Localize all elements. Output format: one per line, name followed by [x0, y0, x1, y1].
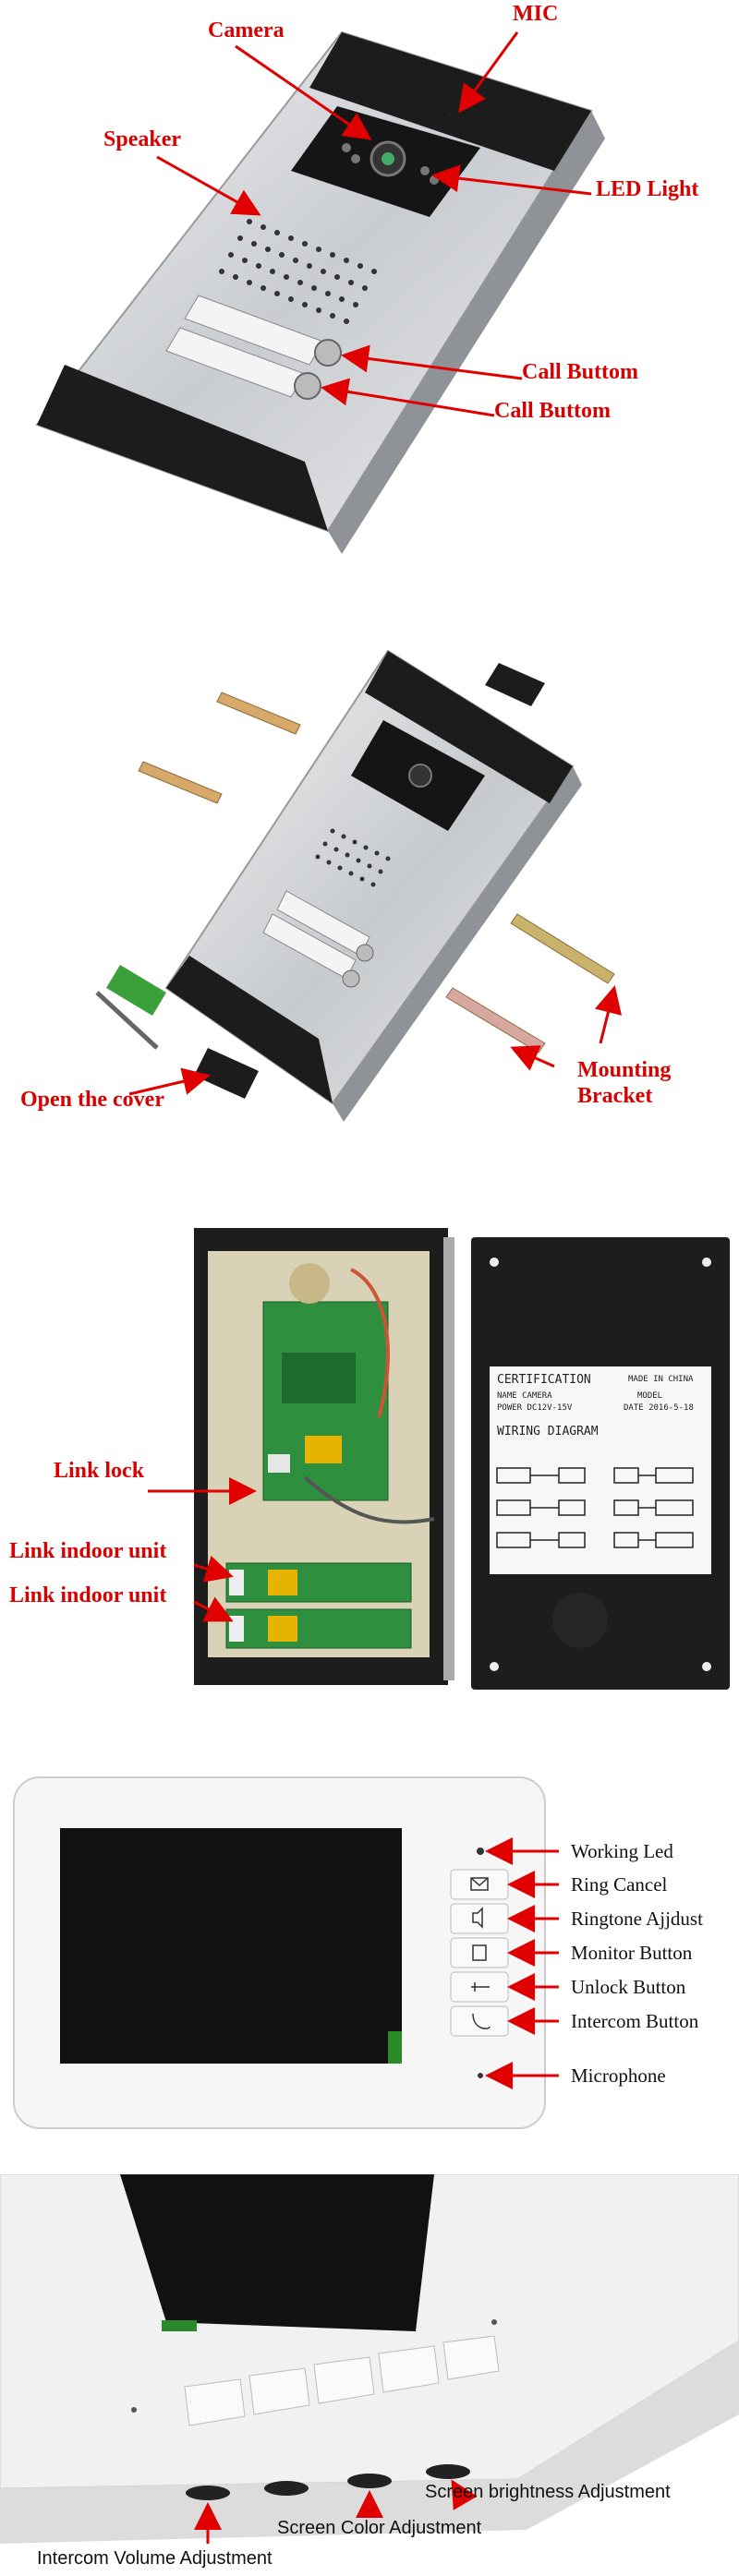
cert-power: POWER DC12V-15V [497, 1403, 573, 1413]
color-knob [347, 2474, 392, 2488]
monitor-screen-angled [120, 2174, 434, 2331]
call-button-2-icon [294, 372, 321, 400]
cert-title: CERTIFICATION [497, 1373, 591, 1387]
mounting-bracket-label: Mounting Bracket [577, 1058, 672, 1108]
ringtone-button-bottom [378, 2345, 440, 2393]
microphone-hole-icon [478, 2073, 483, 2078]
call-button-1-icon [314, 339, 342, 367]
ring-cancel-button-bottom [442, 2335, 500, 2380]
outdoor-unit-front-illustration [35, 30, 605, 554]
certification-label [490, 1366, 711, 1574]
ring-cancel-label: Ring Cancel [571, 1873, 668, 1896]
cert-name: NAME CAMERA [497, 1391, 552, 1401]
indoor-board-2 [225, 1608, 412, 1649]
outdoor-unit-front-section: Camera MIC Speaker LED Light Call Buttom… [0, 0, 739, 554]
bracket-1 [216, 692, 301, 735]
volume-label: Intercom Volume Adjustment [37, 2548, 273, 2569]
indoor-monitor-bottom-section: Screen brightness Adjustment Screen Colo… [0, 2174, 739, 2576]
indoor-monitor-bottom-illustration [0, 2174, 739, 2544]
bracket-3 [510, 913, 615, 984]
unlock-button-bottom [248, 2367, 310, 2415]
internal-wiring-illustration [148, 1228, 730, 1690]
camera-label: Camera [208, 18, 285, 42]
bracket-4 [445, 987, 546, 1053]
microphone-label: Microphone [571, 2064, 666, 2087]
bracket-2 [138, 761, 223, 804]
link-indoor-unit-2-label: Link indoor unit [9, 1583, 167, 1607]
call-button-1-label: Call Buttom [522, 360, 638, 384]
cert-wiring: WIRING DIAGRAM [497, 1425, 599, 1438]
monitor-button-label: Monitor Button [571, 1942, 693, 1964]
indoor-monitor-front-illustration [13, 1776, 559, 2129]
color-label: Screen Color Adjustment [277, 2518, 482, 2538]
led-light-label: LED Light [596, 177, 699, 201]
screw-icon [95, 991, 159, 1050]
intercom-button-icon [450, 2005, 509, 2037]
monitor-button-bottom [313, 2356, 375, 2404]
intercom-button-bottom [184, 2378, 246, 2426]
monitor-button-icon [450, 1937, 509, 1968]
cert-model: MODEL [637, 1391, 663, 1401]
internal-wiring-section: Link lock Link indoor unit Link indoor u… [0, 1214, 739, 1713]
ringtone-adjust-button-icon [450, 1903, 509, 1934]
cover-piece-top [485, 663, 545, 706]
volume-knob [186, 2486, 230, 2500]
speaker-label: Speaker [103, 127, 181, 151]
call-button-2-label: Call Buttom [494, 399, 611, 423]
mic-label: MIC [513, 2, 559, 26]
intercom-button-label: Intercom Button [571, 2010, 699, 2032]
cert-made-in: MADE IN CHINA [628, 1375, 694, 1384]
ringtone-adjust-label: Ringtone Ajjdust [571, 1908, 703, 1930]
open-cover-label: Open the cover [20, 1088, 164, 1112]
brightness-knob [426, 2464, 470, 2479]
link-lock-label: Link lock [54, 1459, 145, 1483]
brightness-label: Screen brightness Adjustment [425, 2482, 671, 2502]
working-led-icon [477, 1848, 484, 1855]
mounting-section: Open the cover Mounting Bracket [0, 637, 739, 1163]
working-led-label: Working Led [571, 1840, 673, 1862]
monitor-screen [60, 1828, 402, 2064]
green-plug [106, 965, 166, 1016]
cover-piece-bottom [194, 1048, 259, 1099]
indoor-board-1 [225, 1562, 412, 1603]
mounting-illustration [95, 649, 623, 1122]
mic-hole-icon [448, 114, 452, 117]
cert-date: DATE 2016-5-18 [624, 1403, 694, 1413]
link-indoor-unit-1-label: Link indoor unit [9, 1539, 167, 1563]
speaker-grill-icon [219, 219, 377, 324]
indoor-monitor-front-section: Working Led Ring Cancel Ringtone Ajjdust… [0, 1759, 739, 2147]
unlock-button-label: Unlock Button [571, 1976, 686, 1998]
